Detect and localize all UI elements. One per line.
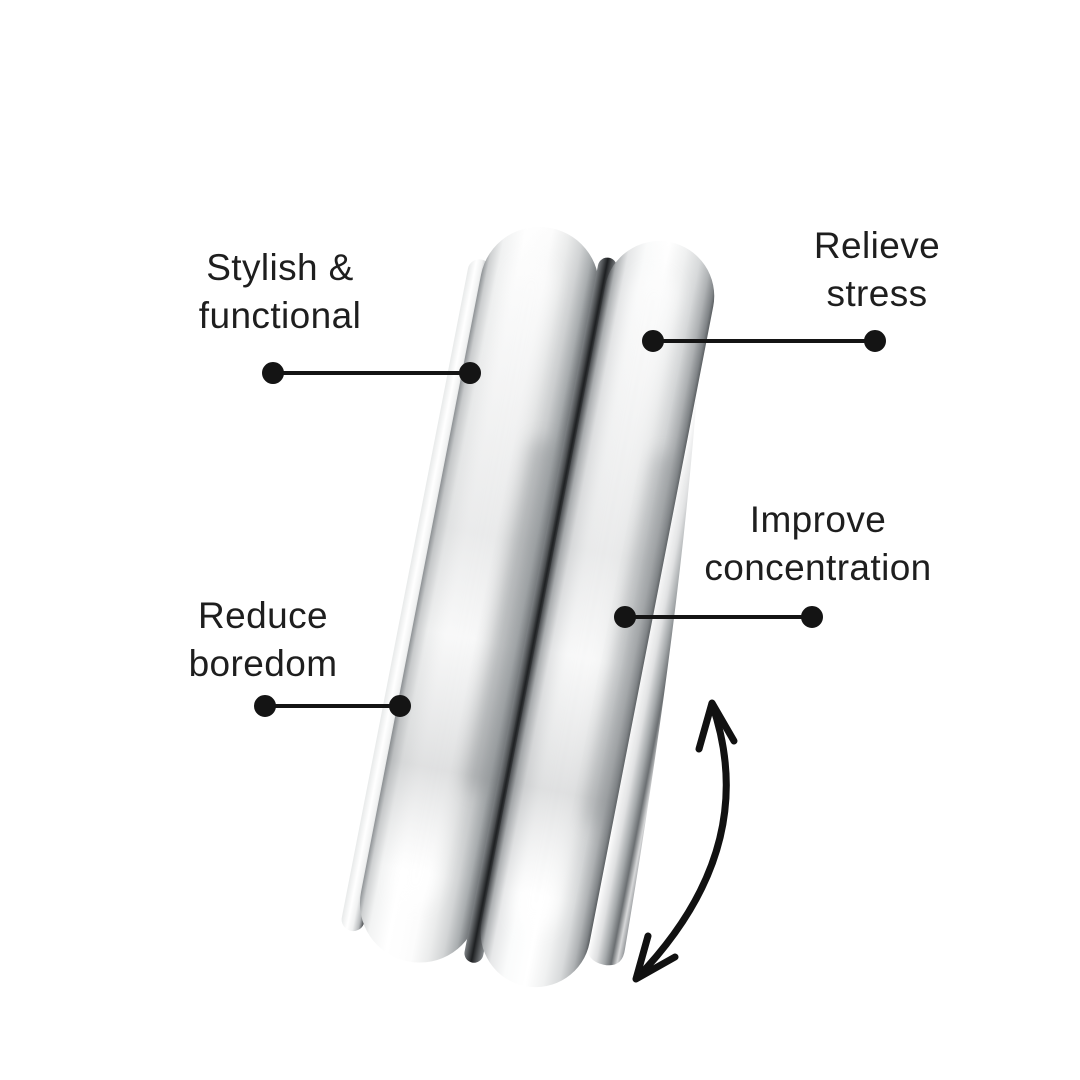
callout-stylish-functional: Stylish & functional (110, 244, 450, 340)
callout-line: boredom (188, 643, 338, 684)
shade-right (480, 241, 715, 988)
connector-dot (254, 695, 276, 717)
spin-arrow-icon (632, 699, 738, 983)
connector-dot (262, 362, 284, 384)
connector-dot (459, 362, 481, 384)
spin-arrow-head-top (695, 699, 738, 753)
callout-line: Reduce (198, 595, 328, 636)
callout-line: concentration (704, 547, 932, 588)
callout-reduce-boredom: Reduce boredom (93, 592, 433, 688)
callout-relieve-stress: Relieve stress (707, 222, 1047, 318)
callout-line: functional (198, 295, 362, 336)
shade-left (359, 226, 599, 963)
callout-line: stress (826, 273, 928, 314)
callout-line: Relieve (813, 225, 941, 266)
connector-dot (614, 606, 636, 628)
callout-line: Improve (749, 499, 887, 540)
connector-dot (389, 695, 411, 717)
connector-dot (864, 330, 886, 352)
callout-improve-concentration: Improve concentration (648, 496, 988, 592)
callout-line: Stylish & (206, 247, 354, 288)
connector-dot (801, 606, 823, 628)
callout-connectors (254, 330, 886, 717)
spin-arrow-head-bottom (632, 932, 679, 983)
spinner-ring-photo (341, 226, 715, 988)
spin-arrow-curve (633, 700, 730, 982)
connector-dot (642, 330, 664, 352)
